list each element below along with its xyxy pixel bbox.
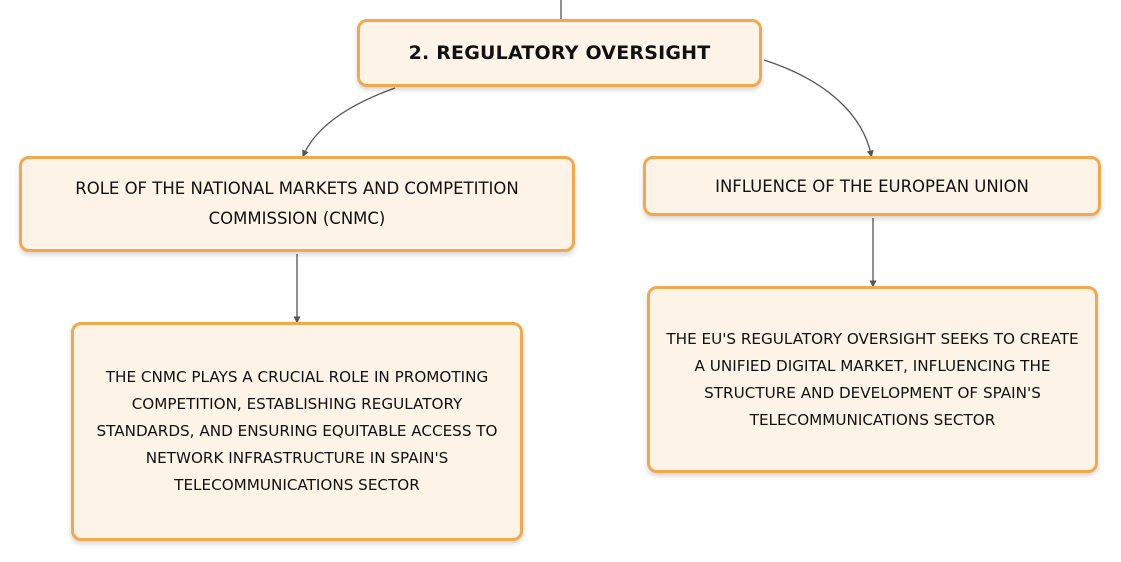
root-node[interactable]: 2. REGULATORY OVERSIGHT (357, 19, 762, 87)
connector-root-to-eu (763, 59, 874, 158)
eu-influence-node[interactable]: INFLUENCE OF THE EUROPEAN UNION (643, 156, 1101, 216)
root-node-label: 2. REGULATORY OVERSIGHT (408, 42, 711, 64)
cnmc-detail-text: THE CNMC PLAYS A CRUCIAL ROLE IN PROMOTI… (96, 368, 498, 494)
eu-detail-node[interactable]: THE EU'S REGULATORY OVERSIGHT SEEKS TO C… (647, 286, 1098, 473)
cnmc-role-label: ROLE OF THE NATIONAL MARKETS AND COMPETI… (75, 179, 519, 228)
eu-detail-text: THE EU'S REGULATORY OVERSIGHT SEEKS TO C… (666, 329, 1079, 429)
connector-root-to-cnmc (302, 87, 396, 158)
cnmc-detail-node[interactable]: THE CNMC PLAYS A CRUCIAL ROLE IN PROMOTI… (71, 322, 523, 541)
eu-influence-label: INFLUENCE OF THE EUROPEAN UNION (715, 176, 1029, 196)
cnmc-role-node[interactable]: ROLE OF THE NATIONAL MARKETS AND COMPETI… (19, 156, 575, 252)
